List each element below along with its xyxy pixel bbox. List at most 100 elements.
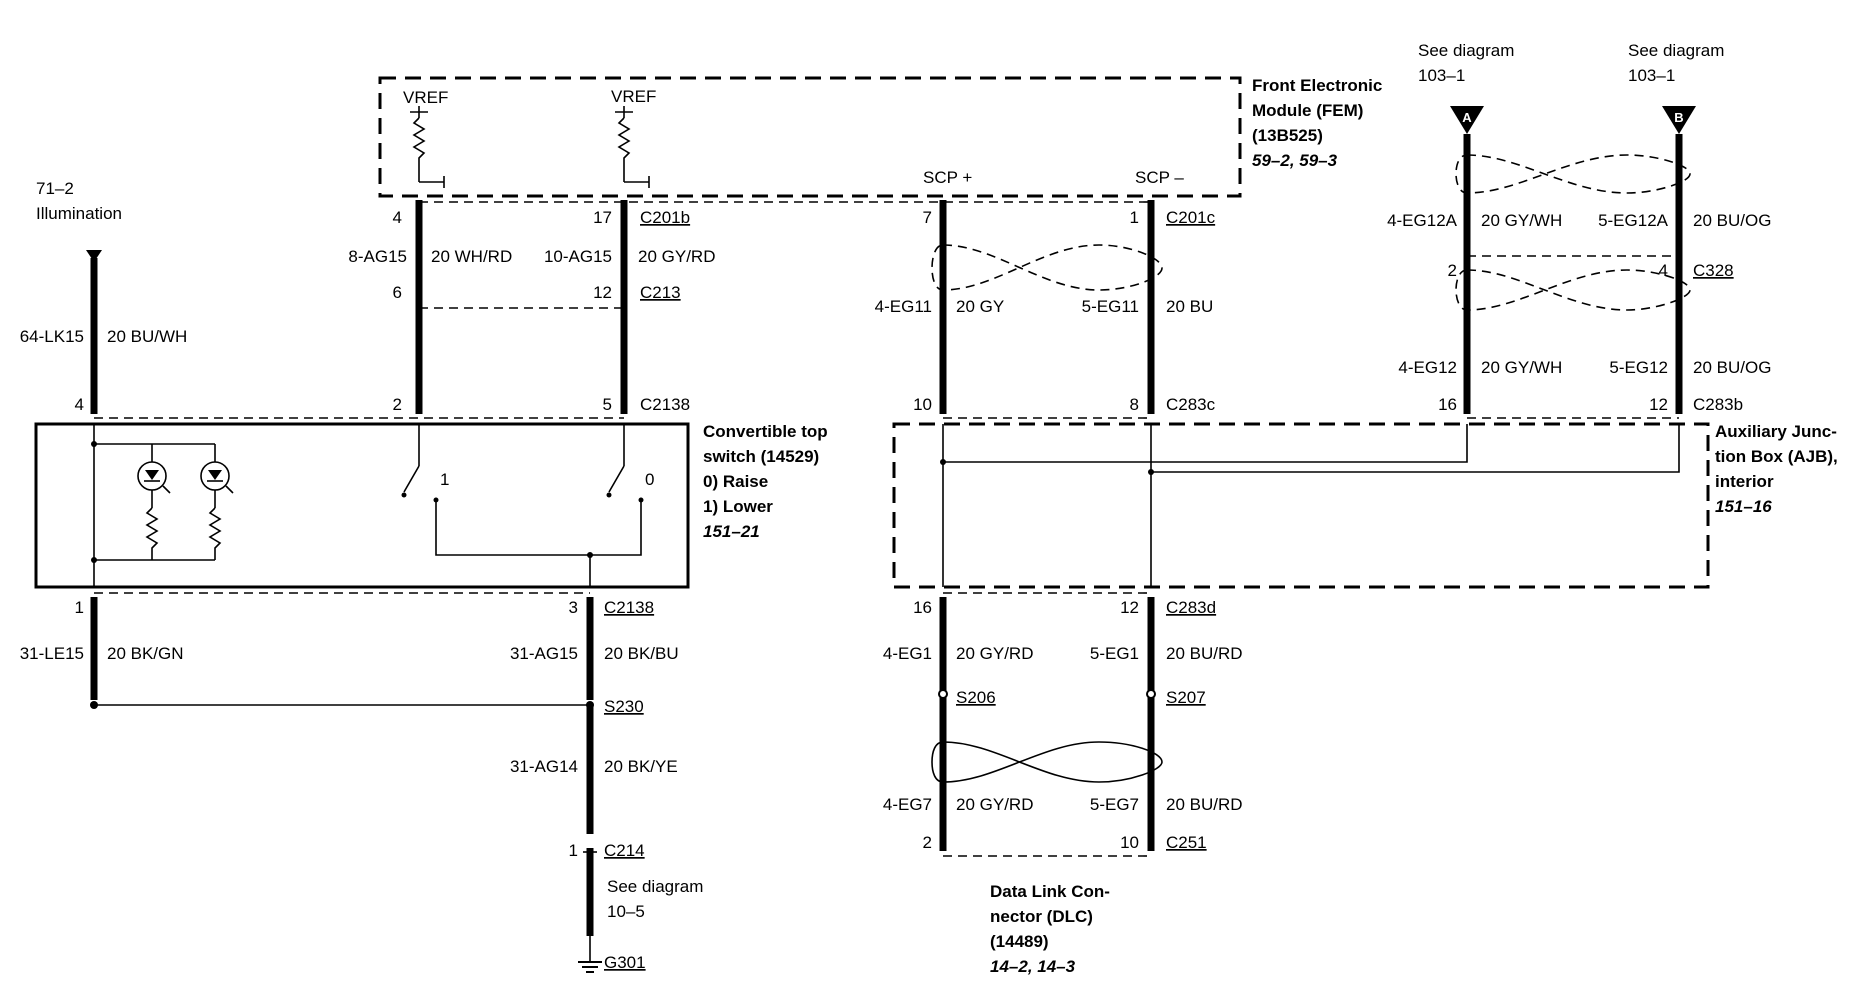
connector-c251: C251	[1166, 833, 1207, 852]
convertible-top-switch-label: Convertible top switch (14529) 0) Raise …	[703, 422, 828, 541]
circuit-31-ag14-id: 31-AG14	[510, 757, 578, 776]
pin-c251-2: 2	[923, 833, 932, 852]
see-diagram-b-label: See diagram	[1628, 41, 1724, 60]
splice-s230: S230	[604, 697, 644, 716]
ajb-name-line-1: Auxiliary Junc-	[1715, 422, 1837, 441]
connector-b-marker: B	[1662, 106, 1696, 134]
dlc-name-line-1: Data Link Con-	[990, 882, 1110, 901]
pin-c201b-17: 17	[593, 208, 612, 227]
pin-c2138-5: 5	[603, 395, 612, 414]
fem-ref: 59–2, 59–3	[1252, 151, 1338, 170]
pin-c213-12: 12	[593, 283, 612, 302]
ground-symbol-icon	[578, 936, 602, 973]
connector-c283b: C283b	[1693, 395, 1743, 414]
circuit-5-eg7-spec: 20 BU/RD	[1166, 795, 1243, 814]
pin-c213-6: 6	[393, 283, 402, 302]
splice-s206: S206	[956, 688, 996, 707]
switch-name-line-1: Convertible top	[703, 422, 828, 441]
illumination-ref-number: 71–2	[36, 179, 74, 198]
switch-contacts	[401, 424, 644, 587]
switch-ref: 151–21	[703, 522, 760, 541]
pin-c283d-12: 12	[1120, 598, 1139, 617]
dlc-name-line-3: (14489)	[990, 932, 1049, 951]
s230-splice	[586, 701, 594, 709]
pin-c2138-3: 3	[569, 598, 578, 617]
dlc-label: Data Link Con- nector (DLC) (14489) 14–2…	[990, 882, 1110, 976]
vref-label-b: VREF	[611, 87, 656, 106]
switch-position-1: 1	[440, 470, 449, 489]
pin-c201c-1: 1	[1130, 208, 1139, 227]
pin-c251-10: 10	[1120, 833, 1139, 852]
circuit-8-ag15-spec: 20 WH/RD	[431, 247, 512, 266]
twisted-pair-eg11	[931, 244, 1163, 291]
pin-c214-1: 1	[569, 841, 578, 860]
connector-c213: C213	[640, 283, 681, 302]
connector-a-marker: A	[1450, 106, 1484, 134]
circuit-5-eg12-id: 5-EG12	[1609, 358, 1668, 377]
twisted-pair-eg12	[1455, 269, 1691, 311]
vref-label-a: VREF	[403, 88, 448, 107]
marker-a-letter: A	[1462, 110, 1472, 125]
illumination-ref-label: Illumination	[36, 204, 122, 223]
circuit-4-eg12-spec: 20 GY/WH	[1481, 358, 1562, 377]
circuit-4-eg7-spec: 20 GY/RD	[956, 795, 1033, 814]
circuit-10-ag15-id: 10-AG15	[544, 247, 612, 266]
switch-name-line-4: 1) Lower	[703, 497, 773, 516]
s207-splice	[1146, 689, 1156, 699]
connector-c328: C328	[1693, 261, 1734, 280]
circuit-31-ag14-spec: 20 BK/YE	[604, 757, 678, 776]
junction-illumination-top	[91, 441, 97, 447]
connector-c201c: C201c	[1166, 208, 1216, 227]
pin-c2138-1: 1	[75, 598, 84, 617]
s206-splice	[938, 689, 948, 699]
connector-c283d: C283d	[1166, 598, 1216, 617]
illumination-arrow	[86, 250, 102, 262]
dlc-name-line-2: nector (DLC)	[990, 907, 1093, 926]
junction-illumination-bottom	[91, 557, 97, 563]
scp-minus-label: SCP –	[1135, 168, 1184, 187]
circuit-4-eg11-id: 4-EG11	[875, 297, 932, 316]
circuit-5-eg12a-spec: 20 BU/OG	[1693, 211, 1771, 230]
ajb-name-line-2: tion Box (AJB),	[1715, 447, 1838, 466]
ajb-name-line-3: interior	[1715, 472, 1774, 491]
circuit-5-eg12a-id: 5-EG12A	[1598, 211, 1669, 230]
circuit-5-eg1-spec: 20 BU/RD	[1166, 644, 1243, 663]
circuit-4-eg11-spec: 20 GY	[956, 297, 1004, 316]
junction-ajb-scp-minus	[1148, 469, 1154, 475]
connector-c214: C214	[604, 841, 645, 860]
circuit-31-ag15-id: 31-AG15	[510, 644, 578, 663]
see-diagram-ground-label: See diagram	[607, 877, 703, 896]
circuit-10-ag15-spec: 20 GY/RD	[638, 247, 715, 266]
fem-name-line-1: Front Electronic	[1252, 76, 1382, 95]
circuit-4-eg7-id: 4-EG7	[883, 795, 932, 814]
ground-g301: G301	[604, 953, 646, 972]
circuit-31-le15-id: 31-LE15	[20, 644, 84, 663]
connector-c283c: C283c	[1166, 395, 1216, 414]
connector-c2138-bottom: C2138	[604, 598, 654, 617]
pin-c328-4: 4	[1659, 261, 1668, 280]
pin-c283b-16: 16	[1438, 395, 1457, 414]
circuit-5-eg11-spec: 20 BU	[1166, 297, 1213, 316]
circuit-64-lk15-id: 64-LK15	[20, 327, 84, 346]
marker-b-letter: B	[1674, 110, 1683, 125]
circuit-4-eg12-id: 4-EG12	[1398, 358, 1457, 377]
connector-c201b: C201b	[640, 208, 690, 227]
fem-name-line-2: Module (FEM)	[1252, 101, 1363, 120]
pin-c201b-4: 4	[393, 208, 402, 227]
ajb-internal-wiring	[942, 424, 1680, 587]
pin-c2138-4: 4	[75, 395, 84, 414]
pin-c201c-7: 7	[923, 208, 932, 227]
fem-label: Front Electronic Module (FEM) (13B525) 5…	[1252, 76, 1382, 170]
circuit-4-eg1-spec: 20 GY/RD	[956, 644, 1033, 663]
convertible-top-switch-box	[34, 422, 690, 589]
pin-c283b-12: 12	[1649, 395, 1668, 414]
pin-c283c-8: 8	[1130, 395, 1139, 414]
circuit-4-eg12a-spec: 20 GY/WH	[1481, 211, 1562, 230]
ajb-ref: 151–16	[1715, 497, 1772, 516]
twisted-pair-eg12a	[1455, 154, 1691, 194]
junction-switch-common	[587, 552, 593, 558]
see-diagram-a-label: See diagram	[1418, 41, 1514, 60]
fem-name-line-3: (13B525)	[1252, 126, 1323, 145]
switch-position-0: 0	[645, 470, 654, 489]
